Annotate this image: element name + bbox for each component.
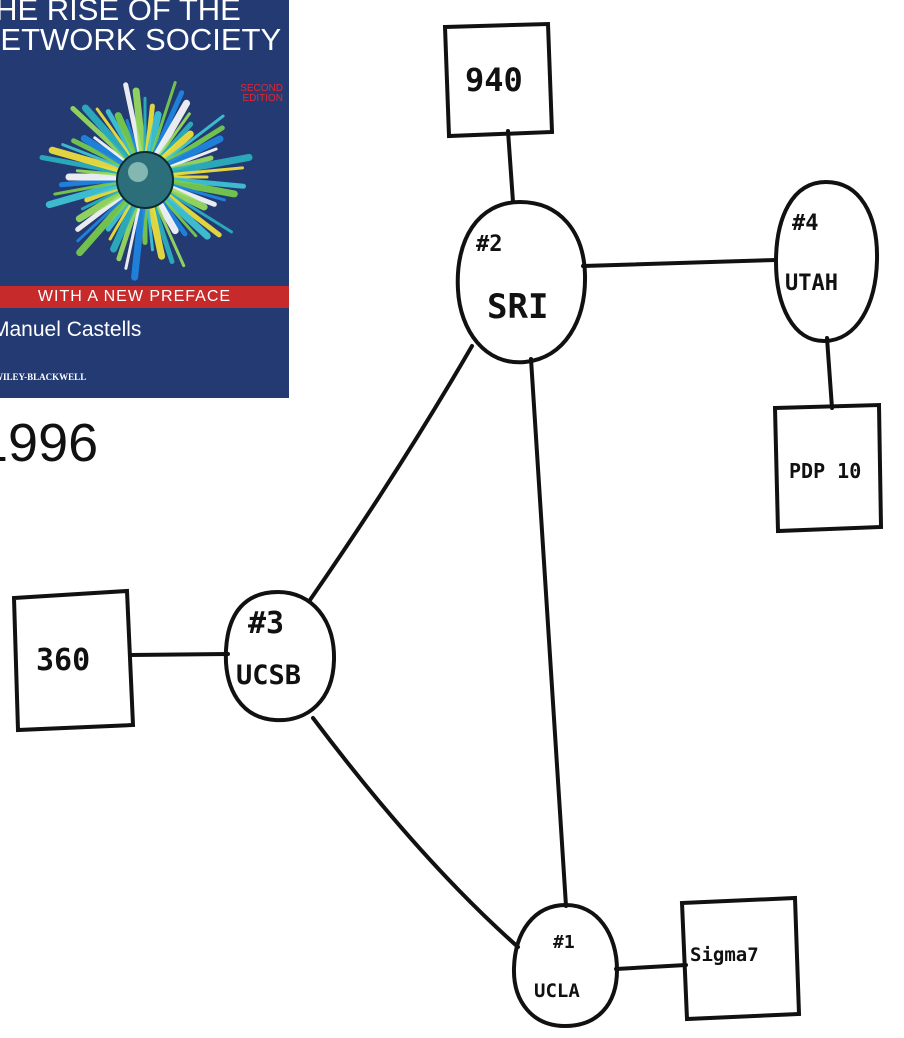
burst-ray — [124, 201, 142, 270]
burst-ray — [162, 191, 222, 238]
link-sri-ucla — [529, 357, 568, 908]
link-utah-pdp10 — [825, 336, 834, 410]
burst-ray — [75, 169, 121, 176]
cover-red-band — [0, 286, 289, 308]
burst-ray — [160, 195, 198, 238]
cover-burst-artwork — [39, 81, 253, 281]
node-ucsb-label: UCSB — [236, 660, 301, 691]
burst-ray — [163, 114, 225, 162]
burst-ray — [61, 143, 123, 169]
node-ucsb-number: #3 — [248, 606, 284, 641]
burst-ray — [76, 193, 132, 257]
burst-ray — [151, 81, 177, 154]
host-sigma7-label: Sigma7 — [690, 944, 759, 966]
burst-ray — [48, 146, 124, 173]
burst-ray — [146, 199, 166, 260]
host-940-box — [442, 21, 555, 139]
book-author: Manuel Castells — [0, 318, 142, 341]
node-ucsb-circle — [223, 589, 337, 723]
book-title-line-1: THE RISE OF THE — [0, 0, 241, 27]
book-preface-label: WITH A NEW PREFACE — [37, 288, 232, 305]
host-360-box — [11, 588, 136, 733]
link-360-ucsb — [128, 652, 230, 657]
burst-ray — [153, 196, 179, 235]
burst-ray — [108, 198, 135, 241]
burst-ray — [114, 112, 139, 157]
node-utah-label: UTAH — [785, 271, 838, 296]
burst-ray — [159, 191, 211, 240]
burst-ray — [152, 90, 185, 156]
book-title-line-2: NETWORK SOCIETY — [0, 22, 282, 57]
burst-ray — [80, 187, 124, 211]
book-publisher: WILEY-BLACKWELL — [0, 372, 87, 382]
node-sri-label: SRI — [487, 287, 548, 327]
burst-ray — [146, 201, 154, 252]
node-ucla-circle — [511, 902, 620, 1029]
burst-ray — [70, 106, 130, 162]
burst-ray — [39, 155, 122, 175]
book-edition: SECOND EDITION — [240, 83, 283, 104]
burst-ray — [75, 191, 128, 232]
host-940-label: 940 — [465, 61, 523, 99]
book-cover: THE RISE OF THE NETWORK SOCIETY SECOND E… — [0, 0, 289, 398]
node-sri-number: #2 — [476, 232, 503, 257]
burst-ray — [123, 82, 143, 154]
node-ucla-number: #1 — [553, 932, 575, 953]
burst-ray — [81, 104, 132, 161]
burst-ray — [164, 125, 225, 166]
node-sri-circle — [455, 199, 588, 365]
burst-ray — [146, 111, 162, 155]
burst-ray — [167, 153, 253, 176]
burst-ray — [159, 130, 194, 163]
burst-ray — [76, 193, 129, 243]
node-utah-circle — [773, 179, 880, 344]
link-ucla-sigma7 — [614, 963, 688, 971]
burst-ray — [164, 185, 208, 211]
burst-ray — [168, 177, 246, 189]
burst-ray — [116, 199, 140, 262]
node-ucla-label: UCLA — [534, 980, 580, 1002]
burst-ray — [153, 199, 186, 268]
burst-ray — [153, 99, 190, 158]
burst-ray — [110, 197, 139, 253]
burst-ray — [75, 187, 127, 223]
burst-ray — [132, 87, 146, 155]
host-pdp10-box — [772, 402, 884, 534]
burst-ray — [131, 199, 146, 281]
burst-ray — [165, 189, 233, 234]
burst-ray — [169, 166, 244, 176]
burst-ray — [53, 180, 121, 196]
burst-ray — [45, 181, 124, 209]
burst-ray — [157, 112, 191, 157]
link-940-sri — [506, 129, 515, 204]
burst-ray — [167, 147, 218, 169]
burst-ray — [150, 199, 175, 264]
burst-ray — [125, 119, 139, 154]
host-sigma7-box — [679, 895, 802, 1022]
node-utah-number: #4 — [792, 211, 819, 236]
burst-ray — [80, 135, 127, 167]
burst-ray — [93, 136, 127, 162]
year-label: 1996 — [0, 413, 99, 473]
link-ucsb-ucla — [311, 716, 520, 949]
host-360-label: 360 — [36, 643, 90, 678]
link-sri-utah — [581, 258, 778, 268]
burst-ray — [164, 135, 224, 169]
burst-ray — [95, 107, 133, 157]
burst-ray — [167, 178, 238, 198]
host-pdp10-label: PDP 10 — [789, 459, 861, 483]
link-sri-ucsb — [308, 344, 474, 602]
burst-ray — [168, 183, 226, 202]
